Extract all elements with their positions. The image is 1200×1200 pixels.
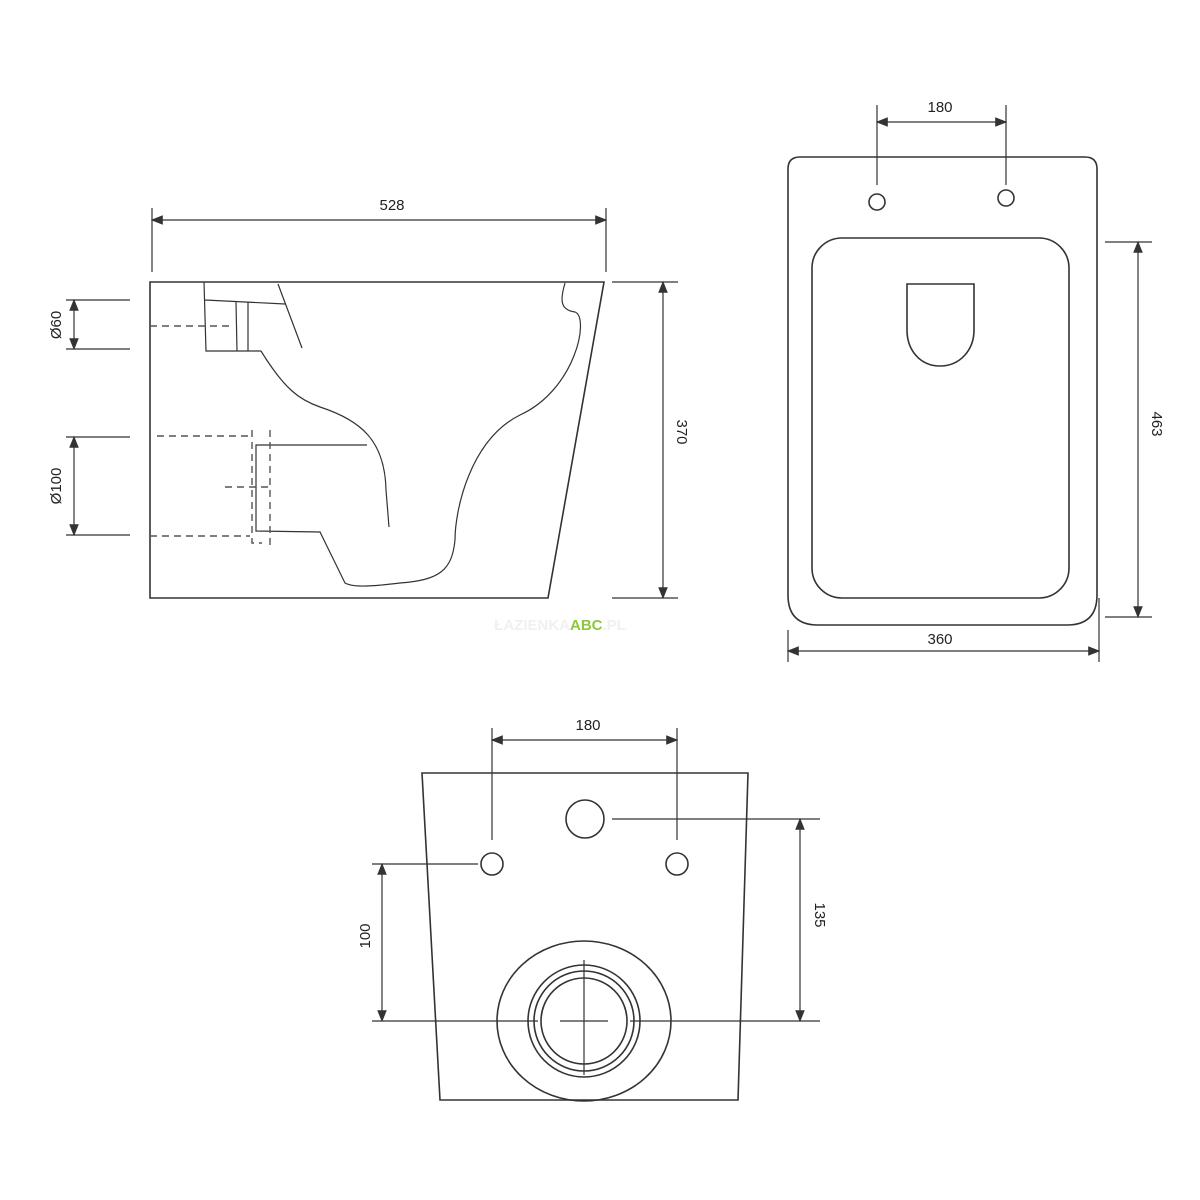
rear-bolt-spacing-label: 180	[575, 717, 600, 734]
side-height-label: 370	[673, 419, 690, 444]
rear-outlet-inlet-label: 135	[811, 902, 828, 927]
top-bolt-spacing-label: 180	[927, 99, 952, 116]
inlet-diameter-label: Ø60	[48, 311, 65, 339]
outlet-diameter-label: Ø100	[48, 468, 65, 505]
side-view: 528 370 Ø60 Ø100	[48, 197, 690, 600]
rear-outlet-bolt-label: 100	[357, 923, 374, 948]
rear-view: 180 100 135	[357, 717, 828, 1102]
top-view: 180 463 360	[786, 99, 1165, 662]
top-width-label: 360	[927, 631, 952, 648]
side-width-label: 528	[379, 197, 404, 214]
watermark: ŁAZIENKAABC.PL	[494, 617, 626, 634]
top-length-label: 463	[1148, 411, 1165, 436]
